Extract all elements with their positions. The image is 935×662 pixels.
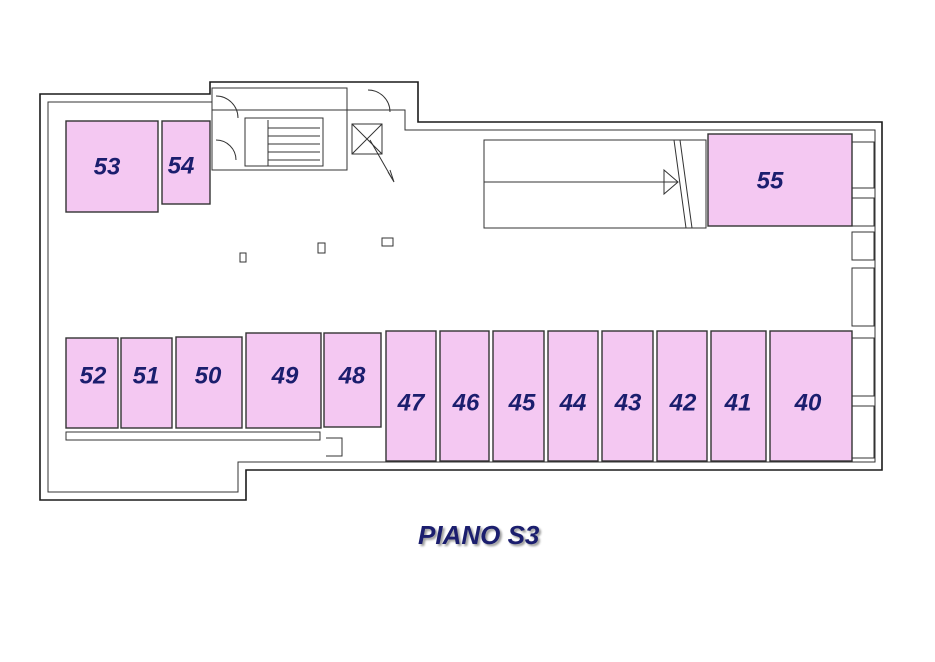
stairwell bbox=[244, 117, 324, 167]
unit-label: 42 bbox=[669, 390, 697, 417]
unit-44[interactable] bbox=[547, 330, 599, 462]
right-niches bbox=[851, 141, 875, 459]
ramp-arrow bbox=[369, 139, 395, 183]
unit-label: 49 bbox=[271, 363, 299, 390]
elevator-cross bbox=[351, 123, 383, 155]
unit-43[interactable] bbox=[601, 330, 654, 462]
ramp-area bbox=[483, 139, 707, 229]
unit-label: 48 bbox=[338, 363, 366, 390]
unit-label: 40 bbox=[794, 390, 822, 417]
unit-49[interactable] bbox=[245, 332, 322, 429]
door-swing bbox=[215, 139, 237, 161]
unit-label: 50 bbox=[195, 363, 222, 390]
stair-treads bbox=[267, 120, 320, 166]
ramp-arrow bbox=[484, 168, 679, 196]
pillar bbox=[317, 242, 326, 254]
door-swing bbox=[215, 95, 239, 119]
unit-42[interactable] bbox=[656, 330, 708, 462]
unit-label: 43 bbox=[614, 390, 642, 417]
unit-47[interactable] bbox=[385, 330, 437, 462]
unit-55[interactable] bbox=[707, 133, 853, 227]
unit-label: 45 bbox=[508, 390, 536, 417]
elevator bbox=[351, 123, 383, 155]
floor-title: PIANO S3 bbox=[418, 520, 540, 550]
unit-label: 53 bbox=[94, 154, 121, 181]
pillar bbox=[381, 237, 394, 247]
unit-label: 54 bbox=[168, 153, 195, 180]
unit-53[interactable] bbox=[65, 120, 159, 213]
unit-label: 55 bbox=[757, 168, 784, 195]
unit-label: 52 bbox=[80, 363, 107, 390]
unit-40[interactable] bbox=[769, 330, 853, 462]
unit-label: 46 bbox=[452, 390, 480, 417]
door-swing bbox=[367, 89, 391, 113]
outer-wall bbox=[39, 81, 883, 501]
unit-label: 51 bbox=[133, 363, 160, 390]
pillar bbox=[239, 252, 247, 263]
lower-wall bbox=[65, 431, 321, 441]
stair-core bbox=[211, 87, 348, 171]
unit-46[interactable] bbox=[439, 330, 490, 462]
unit-41[interactable] bbox=[710, 330, 767, 462]
unit-45[interactable] bbox=[492, 330, 545, 462]
door-swing bbox=[326, 437, 343, 457]
unit-label: 41 bbox=[724, 390, 752, 417]
unit-52[interactable] bbox=[65, 337, 119, 429]
unit-48[interactable] bbox=[323, 332, 382, 428]
unit-label: 44 bbox=[559, 390, 587, 417]
unit-label: 47 bbox=[397, 390, 426, 417]
unit-51[interactable] bbox=[120, 337, 173, 429]
ramp-edge bbox=[673, 139, 693, 229]
unit-54[interactable] bbox=[161, 120, 211, 205]
unit-50[interactable] bbox=[175, 336, 243, 429]
